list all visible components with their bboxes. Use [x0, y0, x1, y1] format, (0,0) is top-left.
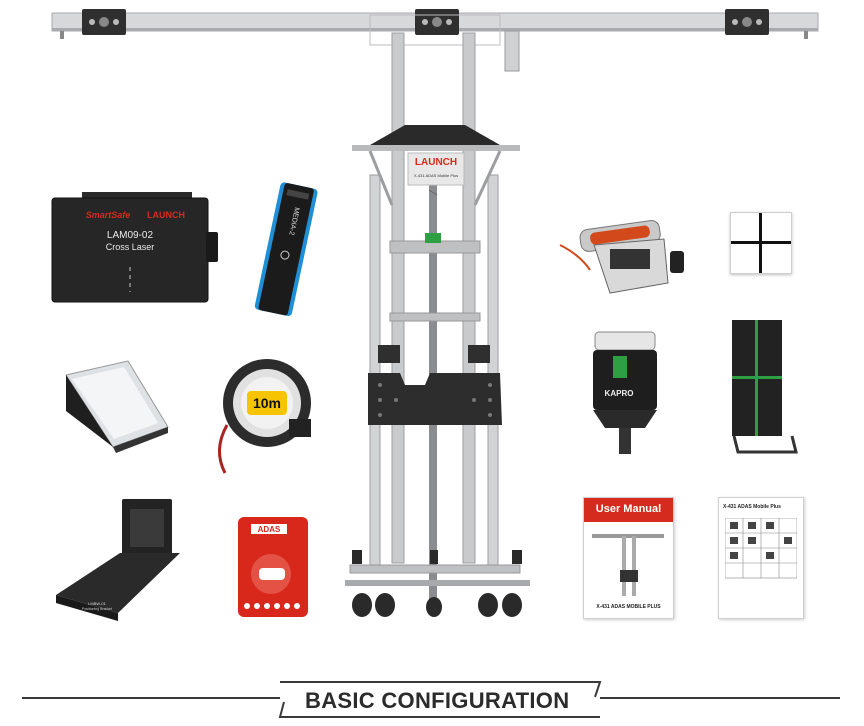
- datasheet-title: X-431 ADAS Mobile Plus: [723, 504, 781, 510]
- cross-target-card: [730, 212, 792, 274]
- cross-line-vertical: [759, 213, 762, 273]
- manual-title: User Manual: [595, 503, 662, 515]
- cross-laser-unit: SmartSafe LAUNCH LAM09-02 Cross Laser: [51, 192, 218, 303]
- manual-cover-image: [592, 534, 664, 596]
- laser-model-label: LAM09-02: [107, 230, 154, 241]
- manual-subtitle: X-431 ADAS MOBILE PLUS: [596, 604, 661, 610]
- adas-calibration-frame: LAUNCH X-431 ADAS Mobile Plus: [51, 9, 819, 617]
- tape-measure-label: 10m: [253, 395, 281, 411]
- target-board-stand: [732, 320, 798, 454]
- datasheet-table: [725, 518, 797, 579]
- wheel-laser-device: [559, 220, 684, 294]
- manual-header-band: [584, 498, 673, 522]
- launch-logo-text: LAUNCH: [147, 210, 185, 220]
- base-label: LMBW-01: [88, 601, 106, 606]
- adas-card: ADAS: [238, 517, 308, 617]
- reflector-block: [65, 360, 169, 453]
- footer-rule-left: [22, 697, 280, 699]
- kapro-label: KAPRO: [605, 389, 634, 398]
- footer-rule-right: [600, 697, 840, 699]
- line-laser-level: KAPRO: [593, 331, 657, 454]
- footer-title: BASIC CONFIGURATION: [305, 688, 570, 713]
- user-manual: User Manual X-431 ADAS MOBILE PLUS: [583, 497, 674, 619]
- frame-brand-label: LAUNCH: [415, 157, 457, 168]
- footer-title-frame: [278, 681, 602, 718]
- positioning-base: LMBW-01 Positioning Bracket: [56, 499, 180, 621]
- frame-subbrand-label: X-431 ADAS Mobile Plus: [414, 173, 458, 178]
- product-datasheet: X-431 ADAS Mobile Plus: [718, 497, 804, 619]
- base-sublabel: Positioning Bracket: [82, 607, 112, 611]
- battery-pack: MEDIA-2: [254, 182, 318, 317]
- tape-measure: 10m: [218, 359, 311, 474]
- smartsafe-logo-text: SmartSafe: [86, 210, 131, 220]
- adas-card-label: ADAS: [258, 525, 281, 534]
- laser-subtitle-label: Cross Laser: [106, 242, 155, 252]
